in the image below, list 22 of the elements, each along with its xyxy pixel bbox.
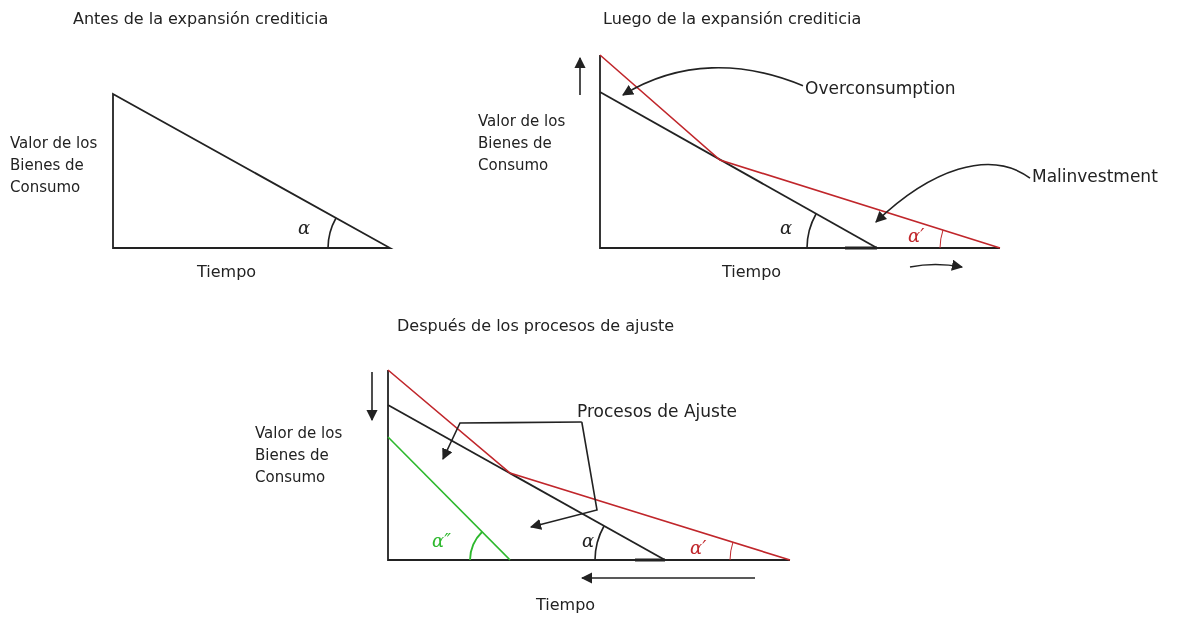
angle-label: α (298, 216, 311, 240)
axis-label: Valor de los Bienes de Consumo (10, 133, 99, 198)
angle-label: α (780, 216, 793, 240)
angle-label: α″ (432, 529, 451, 553)
leader-arrow (622, 67, 804, 96)
angle-label: α′ (690, 536, 707, 560)
leader-arrow (442, 421, 583, 460)
leader-arrow (875, 163, 1031, 223)
axis-label: Tiempo (536, 595, 596, 616)
panel-title: Después de los procesos de ajuste (397, 316, 675, 337)
angle-label: α′ (908, 224, 925, 248)
axis-label: Valor de los Bienes de Consumo (255, 423, 344, 488)
panel-title: Antes de la expansión crediticia (73, 9, 329, 30)
callout-text: Overconsumption (805, 77, 956, 100)
axis-label: Tiempo (197, 262, 257, 283)
axis-label: Tiempo (722, 262, 782, 283)
callout-text: Malinvestment (1032, 165, 1158, 188)
panel-title: Luego de la expansión crediticia (603, 9, 862, 30)
angle-label: α (582, 529, 595, 553)
axis-label: Valor de los Bienes de Consumo (478, 111, 567, 176)
callout-text: Procesos de Ajuste (577, 400, 738, 423)
leader-arrow (529, 421, 598, 530)
